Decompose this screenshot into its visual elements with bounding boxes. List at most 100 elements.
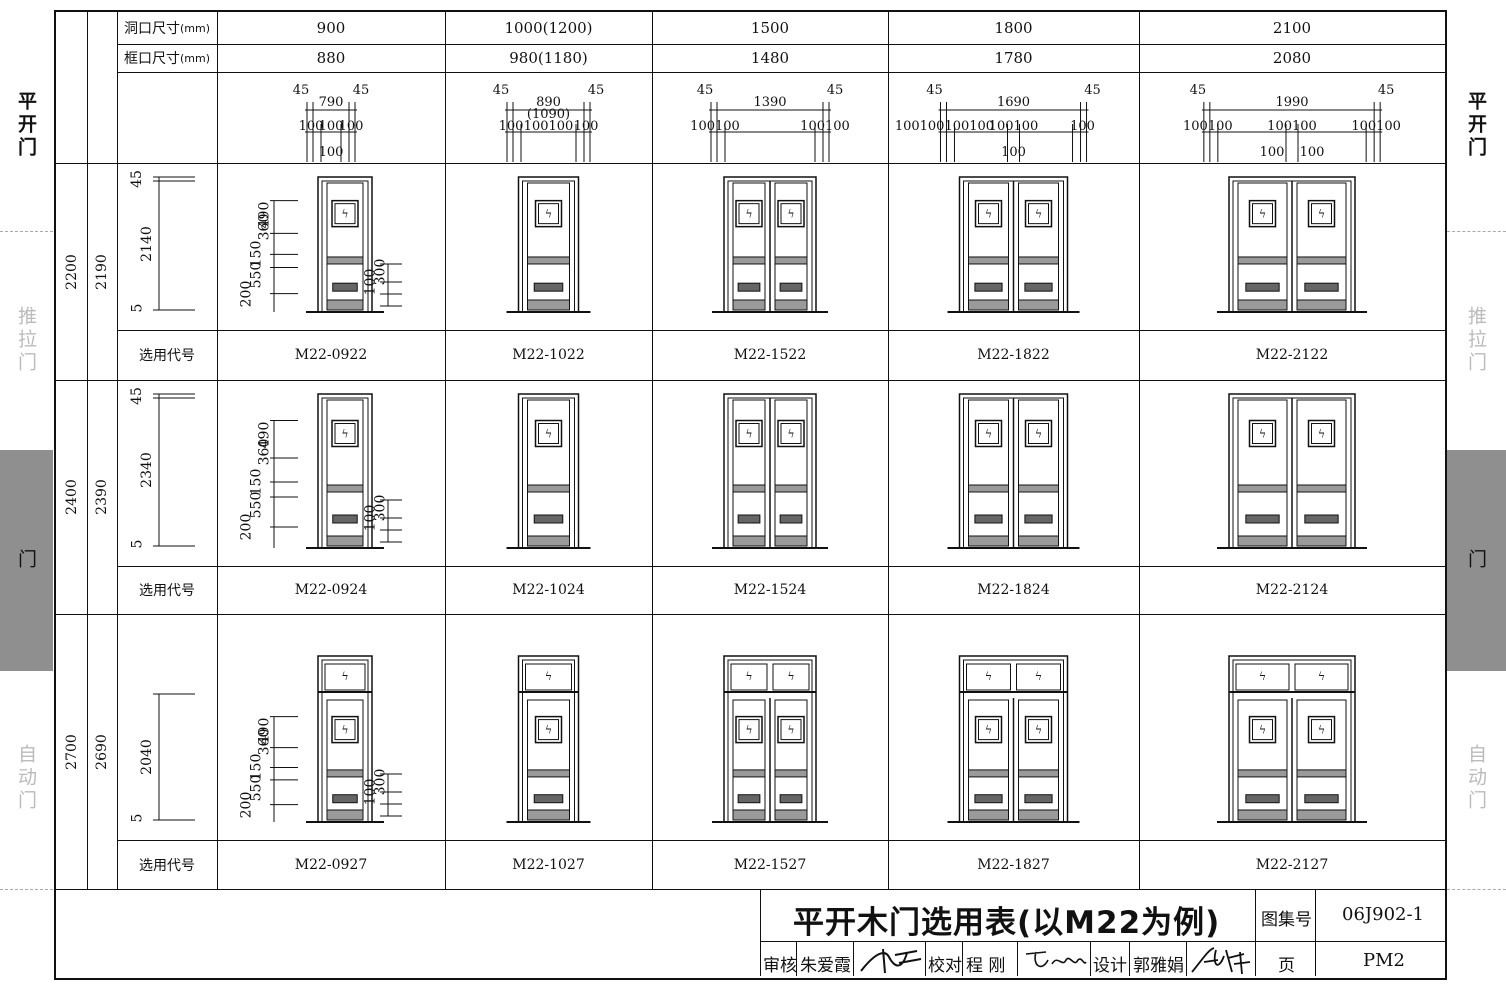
frame-height-value: 2390 bbox=[93, 479, 110, 515]
grid-line bbox=[760, 889, 761, 976]
nav-item-automatic-door[interactable]: 自动门 bbox=[1465, 743, 1487, 813]
dimension-label: 100100 bbox=[690, 119, 740, 134]
opening-height-value: 2700 bbox=[63, 733, 80, 770]
frame-width-value: 2080 bbox=[1272, 49, 1312, 67]
grid-line bbox=[1017, 941, 1018, 976]
grid-line bbox=[56, 163, 1445, 164]
svg-text:ϟ: ϟ bbox=[1035, 208, 1042, 221]
height-dimension-drawing bbox=[153, 393, 195, 547]
grid-line bbox=[888, 12, 889, 889]
page-number: PM2 bbox=[1363, 950, 1405, 971]
svg-text:ϟ: ϟ bbox=[745, 428, 752, 441]
atlas-number: 06J902-1 bbox=[1342, 904, 1425, 925]
reviewer-signature bbox=[860, 948, 922, 974]
dimension-label: 790 bbox=[319, 95, 344, 110]
dimension-label: 45 bbox=[1190, 83, 1207, 98]
svg-text:ϟ: ϟ bbox=[1318, 208, 1325, 221]
opening-height-value: 2200 bbox=[63, 253, 80, 290]
frame-size-header: 框口尺寸(mm) bbox=[123, 51, 210, 67]
grid-line bbox=[652, 12, 653, 889]
checker-name: 程 刚 bbox=[966, 956, 1006, 976]
grid-line bbox=[1186, 941, 1187, 976]
grid-line bbox=[1139, 12, 1140, 889]
nav-item-door[interactable]: 门 bbox=[0, 450, 53, 671]
dimension-label: 890 bbox=[536, 95, 561, 110]
check-label: 校对 bbox=[928, 956, 962, 976]
svg-text:ϟ: ϟ bbox=[1035, 724, 1042, 737]
height-dimension-drawing bbox=[153, 176, 195, 311]
dimension-label: 100100 bbox=[1351, 119, 1401, 134]
height-dim-label: 2140 bbox=[138, 225, 155, 262]
drawing-frame bbox=[54, 10, 1447, 980]
svg-text:ϟ: ϟ bbox=[787, 670, 794, 683]
frame-width-value: 880 bbox=[316, 49, 346, 67]
height-dim-label: 2340 bbox=[138, 452, 155, 488]
grid-line bbox=[925, 941, 926, 976]
svg-text:ϟ: ϟ bbox=[1318, 724, 1325, 737]
grid-line bbox=[117, 44, 1445, 45]
frame-width-value: 980(1180) bbox=[509, 49, 588, 67]
grid-line bbox=[117, 330, 1445, 331]
height-dimension-drawing bbox=[153, 693, 195, 821]
panel-dim-label: 200 bbox=[237, 513, 254, 541]
dimension-label: 100100 bbox=[1183, 119, 1233, 134]
frame-width-value: 1480 bbox=[750, 49, 790, 67]
nav-item-door[interactable]: 门 bbox=[1447, 450, 1506, 671]
svg-text:ϟ: ϟ bbox=[341, 428, 348, 441]
grid-line bbox=[217, 12, 218, 889]
select-code-label: 选用代号 bbox=[139, 583, 195, 599]
dimension-label: 1690 bbox=[997, 95, 1030, 110]
panel-dim-label: 200 bbox=[237, 280, 254, 308]
opening-width-value: 900 bbox=[316, 19, 346, 37]
svg-text:ϟ: ϟ bbox=[985, 208, 992, 221]
svg-text:ϟ: ϟ bbox=[1259, 724, 1266, 737]
nav-item-swing-door[interactable]: 平开门 bbox=[1465, 90, 1487, 160]
dimension-label: 100 bbox=[1001, 145, 1026, 160]
panel-dim-label: 100 bbox=[361, 268, 378, 296]
side-nav-left: 平开门 推拉门 门 自动门 bbox=[0, 0, 53, 989]
select-code-value: M22-1824 bbox=[977, 582, 1050, 598]
nav-item-automatic-door[interactable]: 自动门 bbox=[15, 743, 37, 813]
height-dim-label: 5 bbox=[128, 303, 145, 313]
select-code-label: 选用代号 bbox=[139, 348, 195, 364]
frame-width-value: 1780 bbox=[994, 49, 1033, 67]
dimension-label: 1390 bbox=[753, 95, 786, 110]
grid-line bbox=[117, 840, 1445, 841]
design-label: 设计 bbox=[1093, 956, 1127, 976]
panel-dim-label: 360 bbox=[255, 728, 272, 755]
page-label: 页 bbox=[1278, 956, 1295, 976]
panel-dim-label: 360 bbox=[255, 214, 272, 241]
door-elevation: ϟϟ bbox=[270, 655, 402, 823]
panel-dim-label: 200 bbox=[237, 791, 254, 818]
nav-item-sliding-door[interactable]: 推拉门 bbox=[15, 305, 37, 375]
select-code-value: M22-1022 bbox=[512, 347, 585, 363]
door-elevation: ϟ bbox=[270, 176, 402, 313]
nav-item-swing-door[interactable]: 平开门 bbox=[15, 90, 37, 160]
height-dim-label: 5 bbox=[128, 813, 145, 823]
svg-text:ϟ: ϟ bbox=[341, 724, 348, 737]
svg-text:ϟ: ϟ bbox=[341, 208, 348, 221]
side-nav-right: 平开门 推拉门 门 自动门 bbox=[1447, 0, 1506, 989]
nav-divider bbox=[1447, 231, 1506, 232]
grid-line bbox=[56, 380, 1445, 381]
nav-item-sliding-door[interactable]: 推拉门 bbox=[1465, 305, 1487, 375]
door-elevation: ϟ bbox=[506, 393, 591, 549]
dimension-label: 100 bbox=[1300, 145, 1325, 160]
grid-line bbox=[1315, 889, 1316, 976]
svg-text:ϟ: ϟ bbox=[745, 208, 752, 221]
svg-text:ϟ: ϟ bbox=[545, 208, 552, 221]
select-code-label: 选用代号 bbox=[139, 857, 195, 874]
dimension-label: 45 bbox=[926, 83, 943, 98]
select-code-value: M22-1524 bbox=[733, 582, 807, 598]
grid-line bbox=[853, 941, 854, 976]
dimension-label: 100100 bbox=[524, 119, 574, 134]
grid-line bbox=[445, 12, 446, 889]
